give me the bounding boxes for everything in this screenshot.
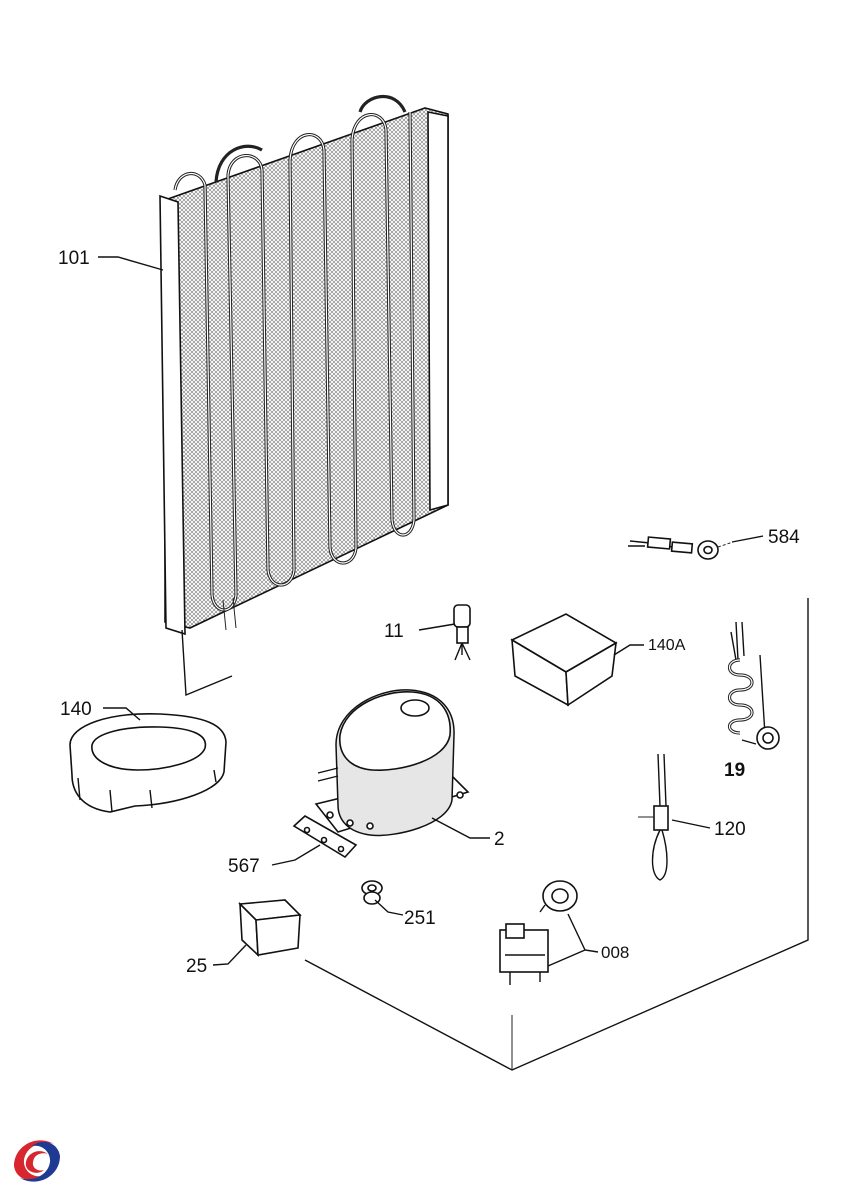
callout-140: 140 bbox=[60, 699, 92, 720]
valve-part-11 bbox=[453, 604, 471, 661]
condenser-part-101 bbox=[159, 94, 449, 697]
connector-part-584 bbox=[628, 536, 734, 560]
brand-swirl-logo-icon bbox=[10, 1134, 64, 1188]
tray-part-140 bbox=[69, 713, 227, 813]
compressor-part-2 bbox=[314, 689, 470, 837]
callout-19: 19 bbox=[724, 760, 745, 781]
relay-box-part-25 bbox=[238, 899, 302, 957]
callout-120: 120 bbox=[714, 819, 746, 840]
callout-labels: 101 584 11 140A 140 19 2 120 567 251 25 … bbox=[58, 248, 800, 977]
sensor-part-120 bbox=[638, 753, 669, 881]
callout-008: 008 bbox=[601, 943, 629, 962]
leader-lines bbox=[98, 256, 764, 967]
base-outline bbox=[304, 598, 809, 1071]
callout-584: 584 bbox=[768, 527, 800, 548]
heater-coil-part-19 bbox=[727, 621, 780, 750]
block-part-140A bbox=[510, 613, 618, 707]
thermostat-part-008 bbox=[499, 880, 578, 985]
callout-25: 25 bbox=[186, 956, 207, 977]
callout-567: 567 bbox=[228, 856, 260, 877]
bracket-part-567 bbox=[292, 815, 358, 859]
callout-251: 251 bbox=[404, 908, 436, 929]
callout-140A: 140A bbox=[648, 637, 686, 654]
callout-2: 2 bbox=[494, 829, 505, 850]
callout-11: 11 bbox=[384, 621, 404, 642]
grommet-part-251 bbox=[361, 880, 383, 905]
callout-101: 101 bbox=[58, 248, 90, 269]
